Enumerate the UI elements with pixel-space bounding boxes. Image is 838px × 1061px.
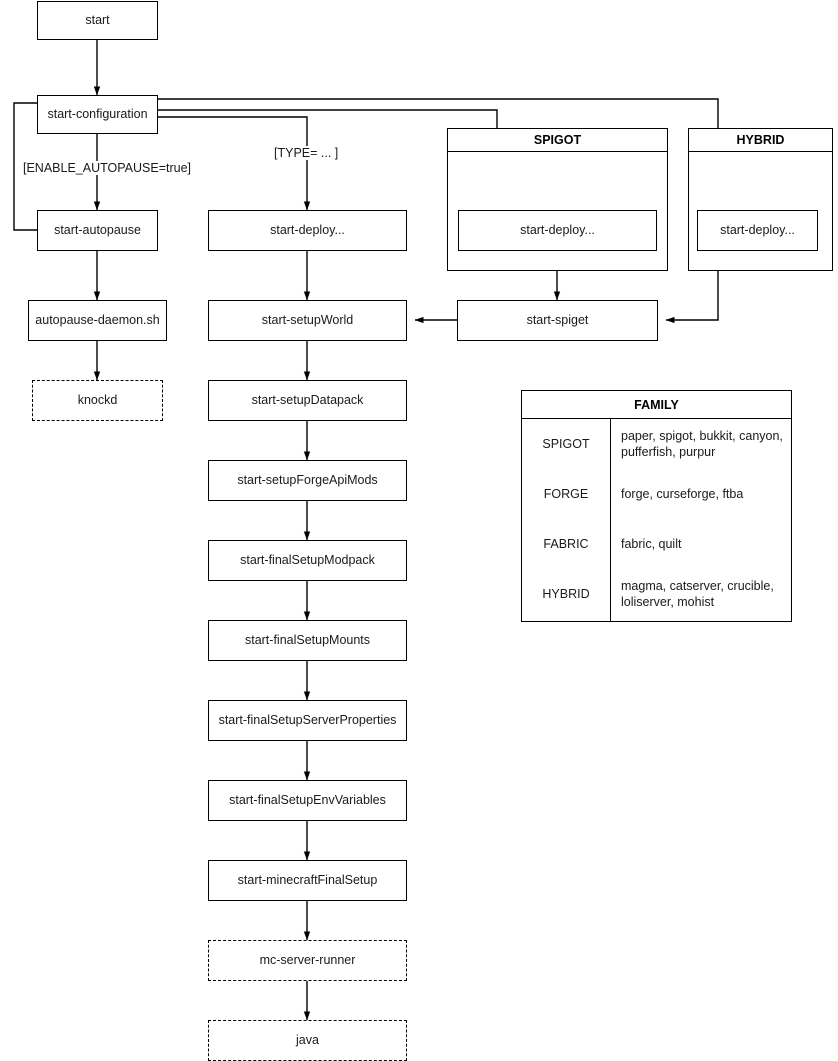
node-start-configuration[interactable]: start-configuration	[37, 95, 158, 134]
legend-family-table: FAMILY SPIGOT paper, spigot, bukkit, can…	[521, 390, 792, 622]
node-start-setupdatapack[interactable]: start-setupDatapack	[208, 380, 407, 421]
legend-value-spigot: paper, spigot, bukkit, canyon, pufferfis…	[621, 429, 783, 459]
node-autopause-daemon[interactable]: autopause-daemon.sh	[28, 300, 167, 341]
legend-row-fabric: FABRIC fabric, quilt	[522, 519, 791, 569]
edge-label-type: [TYPE= ... ]	[272, 146, 341, 160]
legend-value-hybrid: magma, catserver, crucible, loliserver, …	[621, 579, 774, 609]
node-start-setupworld[interactable]: start-setupWorld	[208, 300, 407, 341]
node-start-setupforgeapimods[interactable]: start-setupForgeApiMods	[208, 460, 407, 501]
legend-row-forge: FORGE forge, curseforge, ftba	[522, 469, 791, 519]
node-knockd[interactable]: knockd	[32, 380, 163, 421]
edge-label-enable-autopause: [ENABLE_AUTOPAUSE=true]	[21, 161, 194, 175]
legend-key-spigot: SPIGOT	[542, 437, 590, 451]
legend-key-fabric: FABRIC	[543, 537, 589, 551]
legend-header: FAMILY	[522, 391, 791, 419]
legend-body: SPIGOT paper, spigot, bukkit, canyon, pu…	[522, 419, 791, 622]
node-start[interactable]: start	[37, 1, 158, 40]
node-mc-server-runner[interactable]: mc-server-runner	[208, 940, 407, 981]
legend-row-spigot: SPIGOT paper, spigot, bukkit, canyon, pu…	[522, 419, 791, 469]
group-hybrid-title: HYBRID	[689, 129, 832, 152]
node-start-deploy-main[interactable]: start-deploy...	[208, 210, 407, 251]
node-start-finalsetupserverproperties[interactable]: start-finalSetupServerProperties	[208, 700, 407, 741]
group-spigot-title: SPIGOT	[448, 129, 667, 152]
legend-row-hybrid: HYBRID magma, catserver, crucible, lolis…	[522, 569, 791, 619]
legend-column-divider	[610, 419, 611, 622]
node-start-deploy-spigot[interactable]: start-deploy...	[458, 210, 657, 251]
node-start-finalsetupmounts[interactable]: start-finalSetupMounts	[208, 620, 407, 661]
legend-value-forge: forge, curseforge, ftba	[621, 487, 744, 501]
node-start-deploy-hybrid[interactable]: start-deploy...	[697, 210, 818, 251]
legend-value-fabric: fabric, quilt	[621, 537, 682, 551]
node-start-autopause[interactable]: start-autopause	[37, 210, 158, 251]
node-start-minecraftfinalsetup[interactable]: start-minecraftFinalSetup	[208, 860, 407, 901]
node-start-finalsetupenvvariables[interactable]: start-finalSetupEnvVariables	[208, 780, 407, 821]
legend-key-hybrid: HYBRID	[542, 587, 590, 601]
node-start-spiget[interactable]: start-spiget	[457, 300, 658, 341]
node-start-finalsetupmodpack[interactable]: start-finalSetupModpack	[208, 540, 407, 581]
node-java[interactable]: java	[208, 1020, 407, 1061]
legend-key-forge: FORGE	[543, 487, 589, 501]
